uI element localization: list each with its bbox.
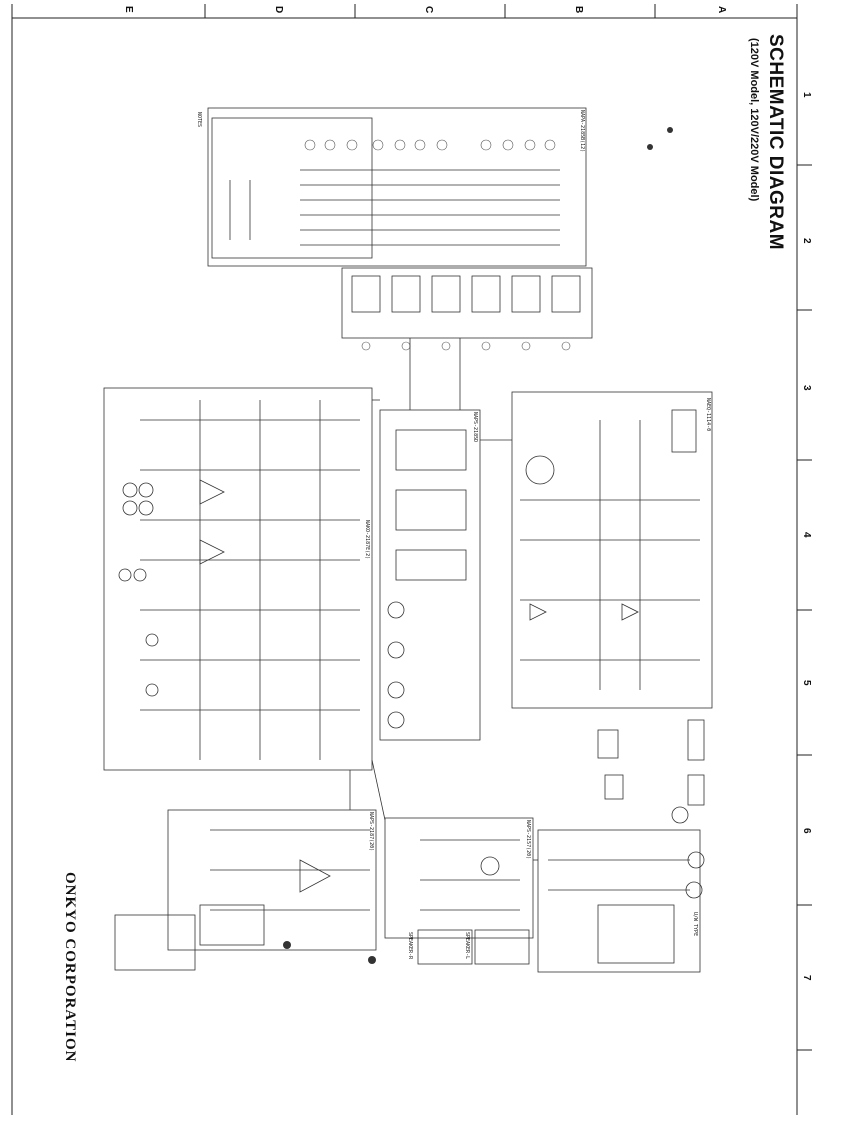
col-label-a: A (716, 6, 727, 14)
row-label-1: 1 (801, 92, 812, 98)
col-label-d: D (273, 6, 284, 14)
row-label-7: 7 (801, 975, 812, 981)
page-subtitle: (120V Model, 120V/220V Model) (748, 38, 760, 202)
speaker-left-label: SPEAKER-L (464, 932, 470, 960)
board-label-speaker: NAPS-2157(20) (525, 820, 531, 860)
page-title: SCHEMATIC DIAGRAM (765, 34, 786, 251)
board-label-pre: NAKO-2187E(2) (364, 520, 370, 560)
board-label-tone: NAPS-2185D (472, 412, 478, 443)
col-label-e: E (123, 6, 134, 13)
board-label-input: NAPA-2185B(12) (579, 110, 585, 153)
notes-title: NOTES (196, 112, 202, 128)
board-label-power: NAPS-2187(20) (368, 812, 374, 852)
col-label-b: B (573, 6, 584, 14)
row-label-6: 6 (801, 828, 812, 834)
row-label-2: 2 (801, 238, 812, 244)
row-label-5: 5 (801, 680, 812, 686)
row-label-4: 4 (801, 532, 812, 538)
speaker-right-label: SPEAKER-R (407, 932, 413, 960)
row-label-3: 3 (801, 385, 812, 391)
board-label-phono: NAEQ-1114-0 (705, 398, 711, 432)
board-label-uv-type: U/W TYPE (692, 912, 698, 937)
brand-name: ONKYO CORPORATION (62, 872, 78, 1063)
col-label-c: C (423, 6, 434, 14)
